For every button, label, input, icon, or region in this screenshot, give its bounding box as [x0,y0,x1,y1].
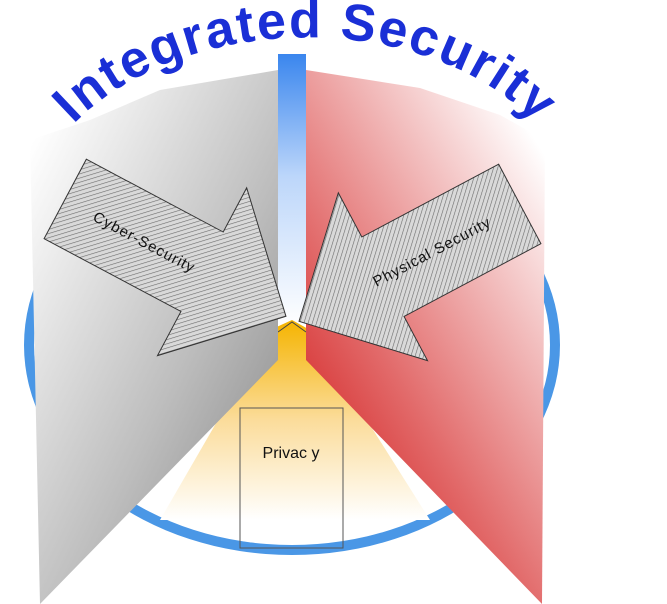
center-strip [278,54,306,326]
privacy-label: Privac y [263,445,320,462]
privacy-region [160,320,430,520]
physical-arrow: Physical Security [298,163,542,362]
privacy-box [239,407,344,549]
cyber-arrow: Cyber-Security [43,158,287,357]
